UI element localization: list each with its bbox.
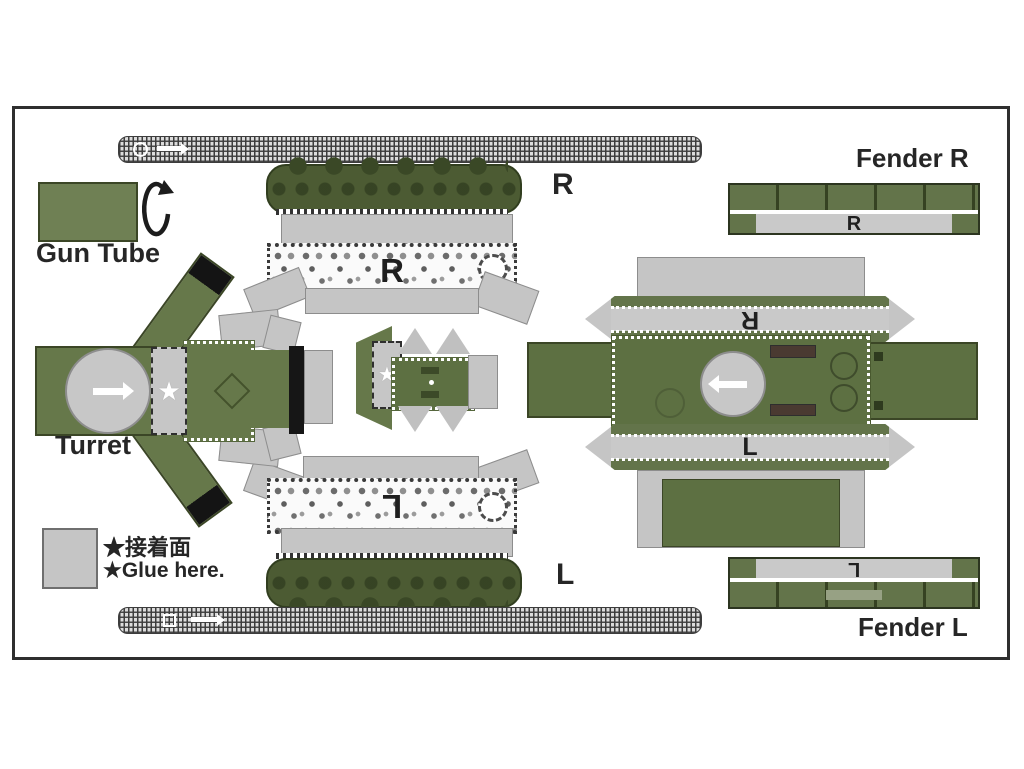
fender-r-label: Fender R: [856, 143, 969, 173]
mantlet-glue-strip: ★: [372, 341, 402, 409]
arrow-left-icon: [719, 380, 747, 388]
ring-detail-icon: [133, 142, 148, 157]
turret-top-panel: [184, 341, 254, 441]
vent-ring-icon: [830, 384, 858, 412]
fender-r-part: R: [728, 183, 980, 235]
engine-hatch-detail: [770, 345, 816, 358]
hull-rear-plate: [864, 342, 978, 420]
hull-band-r-core: R: [611, 296, 889, 342]
track-l-link-band: L: [267, 478, 517, 534]
hull-band-l-core: L: [611, 424, 889, 470]
mantlet-body: [392, 358, 474, 410]
center-dot: [429, 380, 434, 385]
vent-ring-icon: [830, 352, 858, 380]
glue-label-en: ★Glue here.: [103, 559, 225, 582]
fender-r-top-band: [730, 185, 978, 210]
hatch-ring-icon: [655, 388, 685, 418]
track-l-side-label: L: [556, 558, 575, 591]
mantlet-detail: [421, 391, 439, 398]
turret-ring-disc: [65, 348, 151, 434]
track-l-glue-bar: [281, 528, 513, 557]
fender-l-label: Fender L: [858, 612, 968, 642]
fender-r-glue-band: R: [730, 212, 978, 235]
gun-tube-label: Gun Tube: [36, 238, 160, 268]
mantlet-tab-down-2: [436, 406, 470, 432]
track-l-tooth-edge: [276, 553, 508, 559]
hull-bottom-flap: [637, 470, 865, 548]
track-r-tooth-edge: [276, 209, 508, 215]
track-l-tab-center: [303, 456, 479, 482]
sprocket-icon: [478, 492, 508, 522]
detail-mark: [874, 352, 883, 361]
hull-side-band-r: R: [585, 296, 915, 342]
mantlet-tab-down-1: [398, 406, 432, 432]
star-icon: ★: [378, 364, 396, 386]
arrow-right-icon: [93, 387, 123, 395]
fender-l-part-letter: L: [847, 557, 861, 580]
engine-hatch-detail: [770, 404, 816, 416]
fold-line: [730, 578, 978, 582]
mantlet-tab-up-2: [436, 328, 470, 354]
track-r-glue-bar: [281, 214, 513, 244]
hull-l-part-letter: L: [742, 432, 758, 461]
fender-l-bottom-band: [730, 582, 978, 607]
detail-mark: [874, 401, 883, 410]
track-l-suspension: [266, 558, 522, 615]
hull-bottom-plate: [662, 479, 840, 547]
hull-turret-ring-disc: [700, 351, 766, 417]
fold-line: [611, 434, 889, 437]
track-r-tab-center: [305, 288, 479, 314]
mantlet-detail: [421, 367, 439, 374]
fold-line: [730, 210, 978, 214]
fender-l-glue-band: L: [730, 557, 978, 580]
fender-l-detail: [826, 590, 882, 600]
hull-front-plate: [527, 342, 617, 418]
mantlet-dark-edge: [289, 346, 304, 434]
fold-line: [611, 458, 889, 461]
turret-glue-strip: ★: [151, 347, 187, 435]
square-detail-icon: [163, 614, 176, 627]
arrow-right-icon: [157, 146, 181, 151]
gun-tube-swatch: [38, 182, 138, 242]
mantlet-tab-up-1: [398, 328, 432, 354]
fold-line: [611, 330, 889, 333]
arrow-right-icon: [191, 617, 217, 622]
turret-front-panel: [251, 350, 292, 428]
turret-tab-right: [304, 350, 333, 424]
mantlet-tab-right: [468, 355, 498, 409]
hatch-diamond-icon: [213, 372, 251, 410]
track-l-part-letter: L: [381, 487, 403, 525]
hull-r-part-letter: R: [740, 305, 760, 334]
hull-side-band-l: L: [585, 424, 915, 470]
fold-line: [611, 306, 889, 309]
track-r-suspension: [266, 157, 522, 214]
fender-l-part: L: [728, 557, 980, 609]
track-r-part-letter: R: [380, 252, 404, 289]
glue-swatch: [42, 528, 98, 589]
bottom-roll-strip: [118, 607, 702, 634]
hull-top-flap: [637, 257, 865, 299]
glue-label-jp: ★接着面: [103, 535, 192, 560]
track-r-side-label: R: [552, 168, 574, 201]
star-icon: ★: [157, 376, 181, 406]
fender-r-part-letter: R: [846, 212, 862, 235]
roll-icon: [141, 180, 174, 237]
